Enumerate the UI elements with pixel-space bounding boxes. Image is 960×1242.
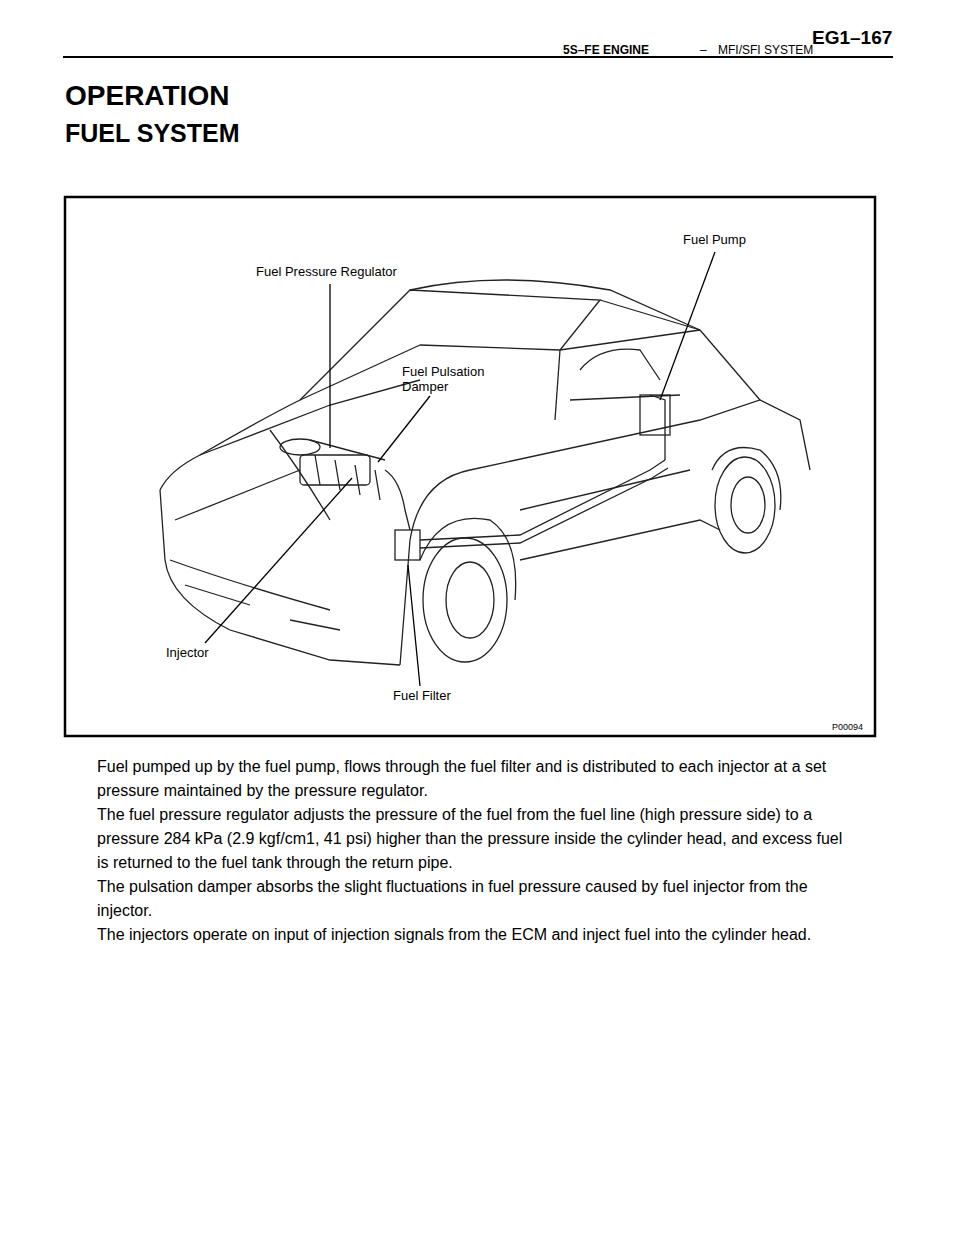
- figure-frame: [65, 197, 875, 736]
- part-label: Injector: [166, 645, 209, 660]
- page-heading: OPERATION: [65, 80, 229, 112]
- body-paragraph: The injectors operate on input of inject…: [97, 923, 857, 947]
- part-label: Fuel Filter: [393, 688, 451, 703]
- body-paragraph: The pulsation damper absorbs the slight …: [97, 875, 857, 923]
- header-section: 5S–FE ENGINE: [563, 43, 649, 57]
- header-system: MFI/SFI SYSTEM: [718, 43, 813, 57]
- header-dash: –: [700, 43, 707, 57]
- part-label: Fuel Pump: [683, 232, 746, 247]
- part-label: Fuel Pulsation Damper: [402, 364, 514, 394]
- body-paragraph: The fuel pressure regulator adjusts the …: [97, 803, 857, 875]
- body-paragraph: Fuel pumped up by the fuel pump, flows t…: [97, 755, 857, 803]
- car-outline: [160, 280, 810, 665]
- leader-lines: [205, 252, 715, 686]
- section-heading: FUEL SYSTEM: [65, 119, 240, 148]
- figure-code: P00094: [832, 722, 863, 732]
- page-number: EG1–167: [812, 27, 892, 49]
- part-label: Fuel Pressure Regulator: [256, 264, 397, 279]
